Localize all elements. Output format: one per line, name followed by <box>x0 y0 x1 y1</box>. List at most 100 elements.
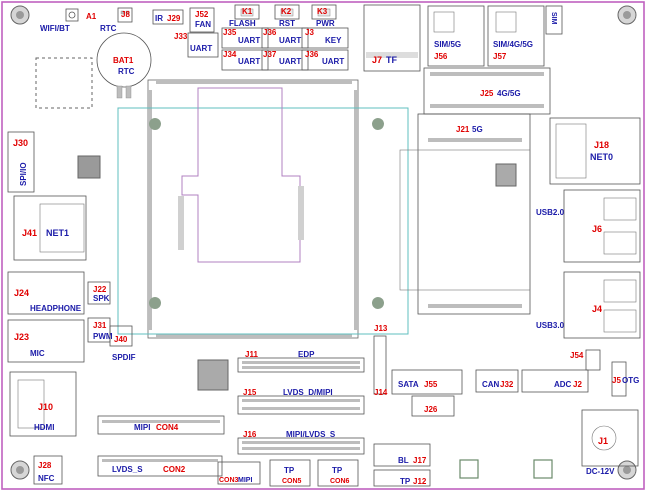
sim-4g5g-slot <box>487 5 545 67</box>
bl-label: BL <box>398 456 409 465</box>
lvds-d-mipi-label: LVDS_D/MIPI <box>283 388 333 397</box>
can-connector <box>475 369 519 393</box>
sim-4g5g-label: SIM/4G/5G <box>493 40 533 49</box>
j26-header <box>411 395 455 417</box>
uart-j37-label: UART <box>279 57 301 66</box>
bat-rtc-label: RTC <box>118 67 135 76</box>
otg-label: OTG <box>622 376 639 385</box>
j3-header <box>301 27 349 49</box>
som-pin-row-bottom <box>156 334 352 338</box>
net1-label: NET1 <box>46 228 69 238</box>
uart-j35-label: UART <box>238 36 260 45</box>
tp-j12-connector <box>373 469 431 487</box>
a1-label: A1 <box>86 12 97 21</box>
spi-io-label: SPI/IO <box>19 162 28 186</box>
usb2-connector <box>563 189 641 263</box>
k3-label: K3 <box>317 7 328 16</box>
m2-5g-label: 5G <box>472 125 483 134</box>
nfc-header <box>33 455 63 485</box>
wifi-module <box>35 57 93 109</box>
k1-label: K1 <box>242 7 253 16</box>
j29-label: J29 <box>167 14 181 23</box>
j56-label: J56 <box>434 52 448 61</box>
core-wire <box>181 87 301 263</box>
net0-jack <box>549 117 641 185</box>
j40-label: J40 <box>114 335 128 344</box>
flash-button[interactable] <box>234 4 260 20</box>
pwr-button[interactable] <box>311 4 337 20</box>
j14-label: J14 <box>374 388 388 397</box>
uart-j36a-label: UART <box>279 36 301 45</box>
adc-label: ADC <box>554 380 572 389</box>
tf-label: TF <box>386 55 397 65</box>
net0-label: NET0 <box>590 152 613 162</box>
j13-label: J13 <box>374 324 388 333</box>
j34-header <box>221 49 269 71</box>
bl-connector <box>373 443 431 467</box>
con3-mipi-connector <box>217 461 261 485</box>
j54-label: J54 <box>570 351 584 360</box>
tp-j12-label: TP <box>400 477 411 486</box>
bat1-label: BAT1 <box>113 56 134 65</box>
nfc-label: NFC <box>38 474 55 483</box>
j36a-header <box>261 27 309 49</box>
j33-label: J33 <box>174 32 188 41</box>
j4-label: J4 <box>592 304 602 314</box>
j36a-label: J36 <box>263 28 277 37</box>
j16-label: J16 <box>243 430 257 439</box>
j11-label: J11 <box>245 350 258 359</box>
j36b-header <box>301 49 349 71</box>
spk-label: SPK <box>93 294 110 303</box>
ir-label: IR <box>155 14 163 23</box>
sata-connector <box>391 369 463 395</box>
j3-label: J3 <box>305 28 314 37</box>
usb3-connector <box>563 271 641 339</box>
k2-label: K2 <box>281 7 292 16</box>
j52-label: J52 <box>195 10 209 19</box>
ir-header <box>152 9 184 25</box>
edp-connector <box>237 357 365 373</box>
dc-jack <box>581 409 639 467</box>
j35-label: J35 <box>223 28 237 37</box>
con2-label: CON2 <box>163 465 186 474</box>
j32-label: J32 <box>500 380 514 389</box>
pwr-label: PWR <box>316 19 335 28</box>
hdmi-connector <box>9 371 77 437</box>
spdif-header <box>109 325 133 347</box>
adc-connector <box>521 369 589 393</box>
tp-con6-connector <box>317 459 359 487</box>
j5-label: J5 <box>612 376 621 385</box>
key-label: KEY <box>325 36 342 45</box>
ic-right <box>495 163 517 187</box>
tp-con5-connector <box>269 459 311 487</box>
rst-button[interactable] <box>274 4 300 20</box>
usb2-label: USB2.0 <box>536 208 565 217</box>
mic-label: MIC <box>30 349 45 358</box>
j21-label: J21 <box>456 125 470 134</box>
j34-label: J34 <box>223 50 237 59</box>
lvds-d-mipi-connector <box>237 395 365 415</box>
sim-5g-slot <box>427 5 485 67</box>
uart-j34-label: UART <box>238 57 260 66</box>
j15-label: J15 <box>243 388 257 397</box>
rtc-small-label: RTC <box>100 24 117 33</box>
usb3-label: USB3.0 <box>536 321 565 330</box>
j26-label: J26 <box>424 405 438 414</box>
mounting-holes <box>10 5 637 480</box>
rst-label: RST <box>279 19 295 28</box>
j35-header <box>221 27 269 49</box>
core-outline <box>117 107 409 335</box>
j23-label: J23 <box>14 332 29 342</box>
j12-label: J12 <box>413 477 427 486</box>
sim-tag <box>545 5 563 35</box>
fan-label: FAN <box>195 20 211 29</box>
con6-label: CON6 <box>330 478 350 485</box>
lvds-s-label: LVDS_S <box>112 465 143 474</box>
headphone-label: HEADPHONE <box>30 304 82 313</box>
otg-connector <box>611 361 627 397</box>
uart-j36b-label: UART <box>322 57 344 66</box>
mipi-con3-label: MIPI <box>238 477 252 484</box>
j13-header <box>373 335 387 395</box>
j41-label: J41 <box>22 228 37 238</box>
